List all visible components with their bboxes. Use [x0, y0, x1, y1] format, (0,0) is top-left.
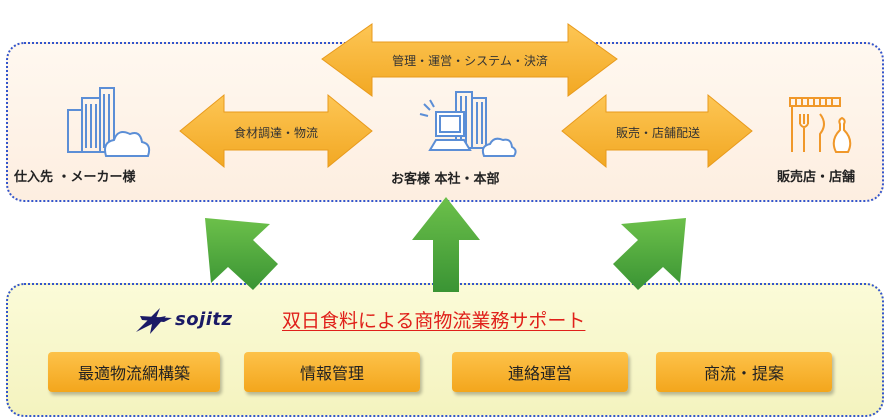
support-arrow-right: [613, 218, 686, 290]
retailer-label: 販売店・店舗: [777, 170, 856, 185]
bottom-panel: [6, 283, 884, 417]
supplier-building-icon: [67, 87, 151, 157]
service-commercial-proposal: 商流・提案: [656, 352, 832, 392]
management-arrow-label: 管理・運営・システム・決済: [392, 54, 548, 68]
service-logistics-network: 最適物流網構築: [48, 352, 220, 392]
service-information-management: 情報管理: [244, 352, 420, 392]
support-headline: 双日食料による商物流業務サポート: [282, 310, 586, 332]
support-arrow-center: [412, 197, 480, 292]
procurement-double-arrow: [179, 93, 373, 169]
customer-label: お客様 本社・本部: [391, 172, 500, 187]
management-double-arrow: [321, 23, 618, 98]
support-arrow-left: [205, 218, 278, 290]
customer-computer-icon: [419, 91, 517, 157]
sales-double-arrow: [561, 93, 753, 169]
retailer-shop-icon: [789, 97, 852, 153]
sojitz-logo-mark: [136, 308, 172, 334]
service-liaison-operation: 連絡運営: [452, 352, 628, 392]
sojitz-logo-text: sojitz: [175, 308, 233, 330]
sales-arrow-label: 販売・店舗配送: [615, 126, 700, 140]
sojitz-logo: sojitz: [135, 304, 233, 334]
supplier-label: 仕入先 ・メーカー様: [14, 170, 136, 185]
procurement-arrow-label: 食材調達・物流: [233, 126, 318, 140]
